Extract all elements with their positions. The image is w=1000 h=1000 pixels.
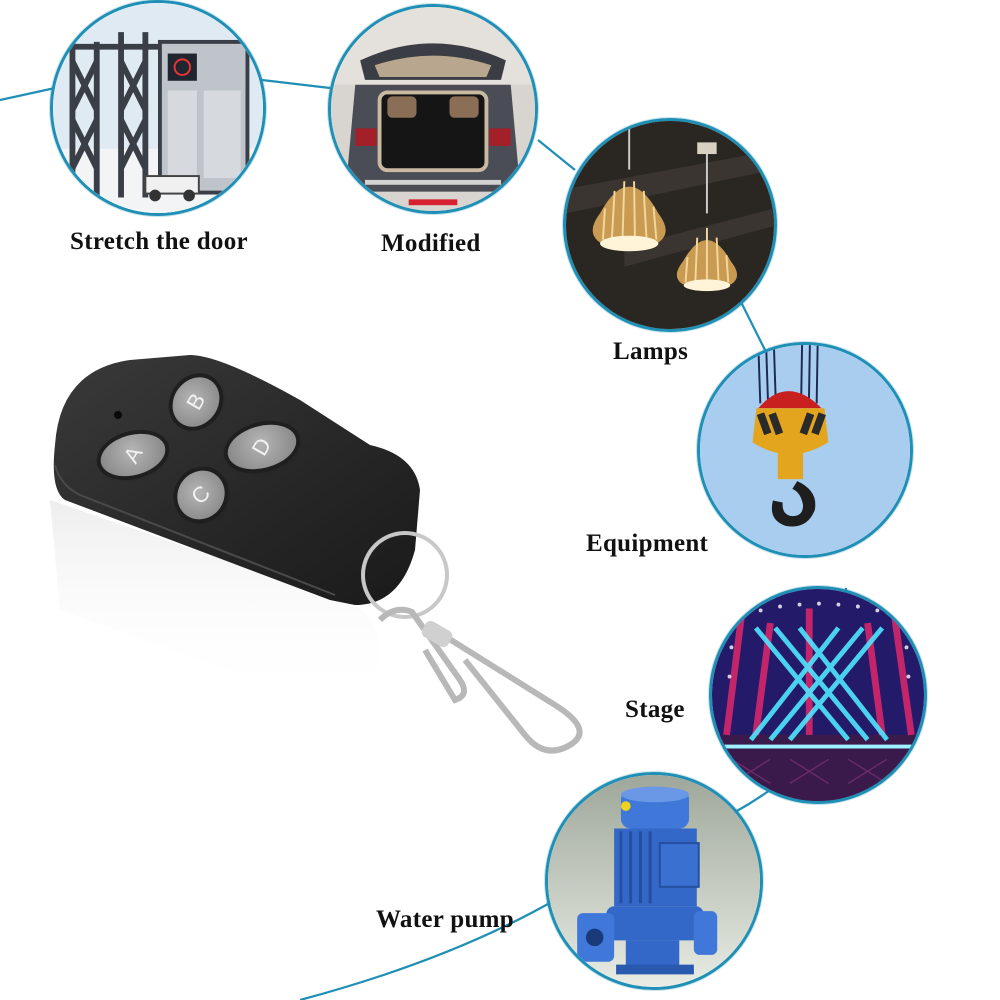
retractable-gate-image [50,0,266,216]
remote-body [53,355,420,605]
led-indicator [114,411,122,419]
button-d-label: D [246,433,277,460]
car-trunk-image [328,4,538,214]
pendant-lamps-image [563,118,777,332]
label-stage: Stage [625,696,685,723]
stage-lights-image [709,586,927,804]
button-c-label: C [186,480,216,510]
remote-control-product: B A D C [40,350,600,770]
button-b-label: B [181,389,211,415]
label-water-pump: Water pump [376,906,514,933]
key-ring [361,531,449,619]
crane-hook-image [697,342,913,558]
lobster-clasp [377,606,583,754]
label-lamps: Lamps [613,338,689,365]
water-pump-image [545,772,763,990]
label-equipment: Equipment [586,530,709,557]
button-a-label: A [118,442,148,468]
label-stretch-door: Stretch the door [70,228,248,255]
label-modified: Modified [381,230,481,257]
